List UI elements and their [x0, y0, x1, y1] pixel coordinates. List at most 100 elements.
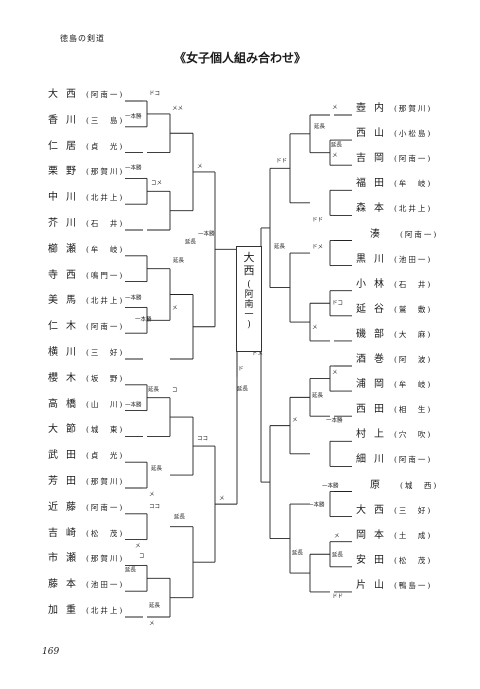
player-name: 湊: [370, 228, 398, 240]
score-mark: メ: [332, 153, 338, 159]
player-team: (北井上): [86, 296, 125, 306]
right-player: 磯部(大 麻): [356, 329, 432, 341]
left-player: 芥川(石 井): [48, 218, 124, 230]
player-name: 大西: [356, 504, 392, 516]
player-team: (山 川): [86, 399, 125, 409]
player-name: 原: [370, 479, 398, 491]
player-name: 磯部: [356, 328, 392, 340]
player-name: 武田: [48, 450, 84, 462]
ippon-note: 一本勝: [125, 293, 142, 301]
champion-name-char: 大: [243, 251, 255, 264]
score-mark: メ: [219, 496, 225, 502]
champion-team: (阿南一): [237, 280, 261, 330]
player-team: (阿南一): [86, 90, 125, 99]
ippon-note: 一本勝: [125, 112, 142, 120]
player-team: (那賀川): [86, 554, 125, 564]
left-player: 横川(三 好): [48, 347, 124, 359]
encho-note: 延長: [125, 565, 137, 573]
champion-team-char: 一: [244, 310, 254, 320]
player-name: 吉岡: [356, 153, 392, 165]
left-player: 美馬(北井上): [48, 295, 124, 307]
score-mark: ドメ: [312, 245, 323, 251]
page-header: 徳島の剣道: [60, 34, 105, 43]
score-mark: メ: [172, 305, 178, 311]
right-player: 吉岡(阿南一): [356, 153, 432, 165]
player-name: 寺西: [48, 269, 84, 281]
left-player: 吉崎(松 茂): [48, 528, 124, 540]
left-player: 大節(城 東): [48, 424, 124, 436]
score-mark: ドコ: [149, 90, 160, 97]
right-player: 岡本(土 成): [356, 530, 432, 542]
score-mark: メ: [332, 105, 338, 111]
champion-box: 大西 (阿南一): [236, 246, 262, 352]
right-player: 湊(阿南一): [356, 229, 438, 241]
score-mark: メ: [149, 492, 155, 498]
player-team: (坂 野): [86, 373, 125, 383]
champion-name: 大西: [237, 251, 261, 277]
score-mark: ドド: [276, 158, 287, 164]
left-player: 櫛瀬(牟 岐): [48, 244, 124, 256]
player-team: (北井上): [86, 193, 125, 203]
score-mark: ドド: [312, 217, 323, 223]
player-name: 近藤: [48, 501, 84, 513]
player-team: (貞 光): [86, 141, 125, 151]
player-name: 片山: [356, 579, 392, 591]
player-name: 福田: [356, 178, 392, 190]
score-mark: ココ: [149, 503, 160, 510]
champion-name-char: 西: [243, 264, 255, 277]
left-player: 加重(北井上): [48, 605, 124, 617]
player-name: 壺内: [356, 103, 392, 114]
player-name: 中川: [48, 192, 84, 204]
page-title: 《女子個人組み合わせ》: [173, 51, 306, 65]
player-team: (城 東): [86, 425, 125, 435]
left-player: 香川(三 島): [48, 115, 124, 127]
right-player: 浦岡(牟 岐): [356, 379, 432, 391]
right-player: 大西(三 好): [356, 505, 432, 517]
player-team: (鴨島一): [394, 580, 433, 590]
player-name: 西田: [356, 404, 392, 416]
encho-note: 延長: [331, 141, 343, 149]
encho-note: 延長: [314, 122, 326, 130]
score-mark: ドコ: [332, 300, 343, 307]
player-team: (石 井): [86, 219, 125, 228]
player-name: 横川: [48, 347, 84, 358]
player-team: (阿 波): [394, 355, 433, 364]
player-team: (大 麻): [394, 329, 433, 339]
left-player: 大西(阿南一): [48, 89, 124, 101]
player-name: 岡本: [356, 529, 392, 541]
left-player: 中川(北井上): [48, 192, 124, 204]
player-team: (阿南一): [394, 154, 433, 164]
player-name: 芥川: [48, 218, 84, 229]
player-team: (阿南一): [394, 455, 433, 465]
right-player: 延谷(鷲 敷): [356, 304, 432, 316]
encho-note: 延長: [332, 550, 344, 558]
player-name: 浦岡: [356, 379, 392, 391]
score-mark: メ: [334, 534, 340, 540]
player-team: (鳴門一): [86, 270, 125, 280]
player-team: (牟 岐): [86, 244, 125, 254]
player-team: (北井上): [86, 606, 125, 615]
left-player: 高橋(山 川): [48, 399, 124, 411]
player-team: (貞 光): [86, 451, 125, 461]
player-name: 黒川: [356, 253, 392, 265]
left-player: 市瀬(那賀川): [48, 553, 124, 565]
right-player: 壺内(那賀川): [356, 103, 432, 115]
player-name: 吉崎: [48, 527, 84, 539]
ippon-note: 一本勝: [308, 501, 325, 509]
encho-note: 延長: [274, 242, 286, 250]
player-name: 大西: [48, 89, 84, 100]
encho-note: 延長: [312, 391, 324, 399]
score-mark: ドド: [332, 594, 343, 600]
player-name: 延谷: [356, 303, 392, 315]
player-name: 香川: [48, 114, 84, 126]
score-mark: メメ: [172, 106, 183, 112]
right-player: 酒巻(阿 波): [356, 354, 432, 366]
left-player: 仁木(阿南一): [48, 321, 124, 333]
player-name: 市瀬: [48, 553, 84, 565]
score-mark: コメ: [151, 179, 162, 186]
player-team: (牟 岐): [394, 380, 433, 390]
encho-note: 延長: [292, 549, 304, 557]
score-mark: メ: [197, 164, 203, 170]
ippon-note: 一本勝: [326, 416, 343, 424]
